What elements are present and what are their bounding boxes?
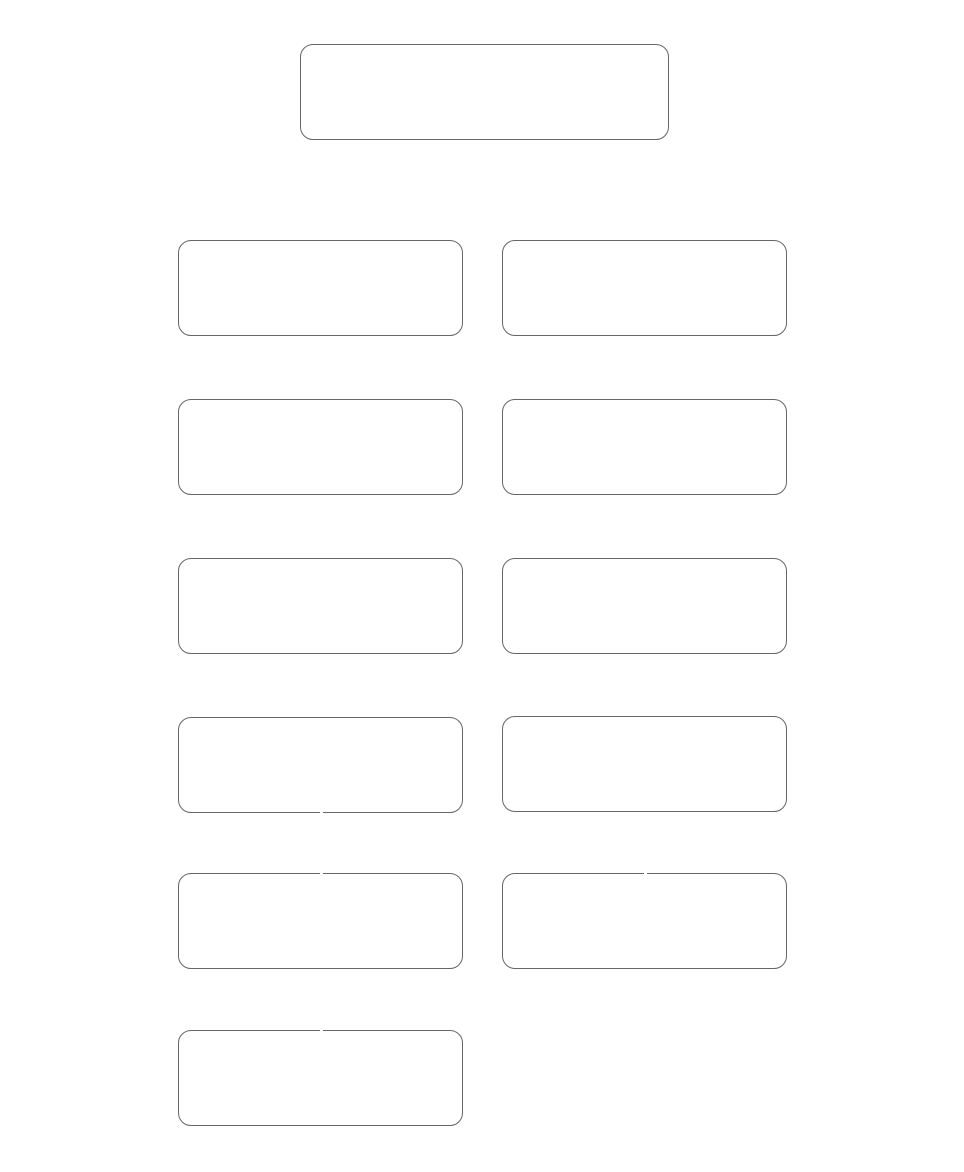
left-node-3 bbox=[178, 558, 463, 654]
left-node-5 bbox=[178, 873, 463, 969]
right-node-5 bbox=[502, 873, 787, 969]
left-node-6 bbox=[178, 1030, 463, 1126]
connector-gap bbox=[320, 871, 323, 877]
right-node-4 bbox=[502, 716, 787, 812]
left-node-2 bbox=[178, 399, 463, 495]
root-node bbox=[300, 44, 669, 140]
left-node-4 bbox=[178, 717, 463, 813]
right-node-2 bbox=[502, 399, 787, 495]
connector-gap bbox=[644, 871, 647, 877]
right-node-3 bbox=[502, 558, 787, 654]
connector-gap bbox=[320, 1028, 323, 1034]
right-node-1 bbox=[502, 240, 787, 336]
connector-gap bbox=[320, 810, 323, 816]
left-node-1 bbox=[178, 240, 463, 336]
